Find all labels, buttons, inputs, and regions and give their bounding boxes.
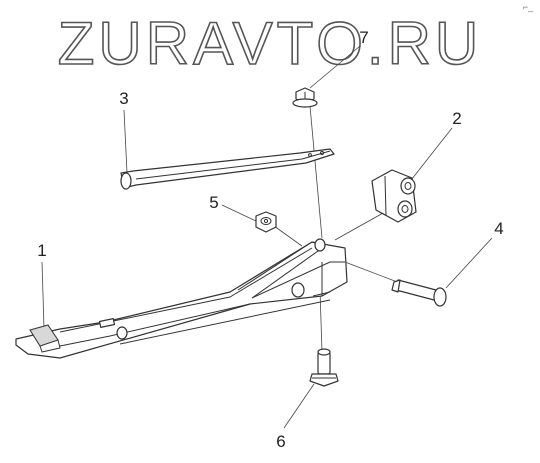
watermark-text: ZURAVTO.RU	[58, 10, 482, 77]
axis-nut-5	[273, 225, 303, 247]
pin-part-4	[391, 279, 447, 307]
bolt-part-6	[309, 348, 339, 387]
axis-bolt-6	[319, 289, 323, 353]
leader-4	[445, 237, 493, 289]
callout-6: 6	[276, 432, 285, 451]
callout-5: 5	[209, 193, 218, 212]
stay-rod-part-3	[120, 148, 335, 190]
leader-3	[123, 109, 128, 174]
leader-6	[283, 383, 315, 429]
callout-7: 7	[359, 28, 368, 47]
axis-pin-4	[344, 261, 401, 284]
nut-part-5	[255, 211, 277, 233]
leader-2	[407, 127, 453, 185]
clamp-bracket-part-2	[371, 169, 417, 223]
flange-nut-part-7	[292, 87, 318, 108]
callout-4: 4	[494, 219, 503, 238]
callout-2: 2	[452, 109, 461, 128]
axis-bolt-7	[309, 105, 323, 239]
main-bracket-part-1	[15, 238, 348, 359]
callout-1: 1	[37, 241, 46, 260]
leader-1	[41, 261, 45, 329]
leader-7	[309, 45, 361, 89]
callout-3: 3	[119, 89, 128, 108]
leader-5	[221, 204, 259, 223]
corner-mark: ⌐_	[523, 2, 534, 12]
leader-lines	[41, 45, 493, 429]
